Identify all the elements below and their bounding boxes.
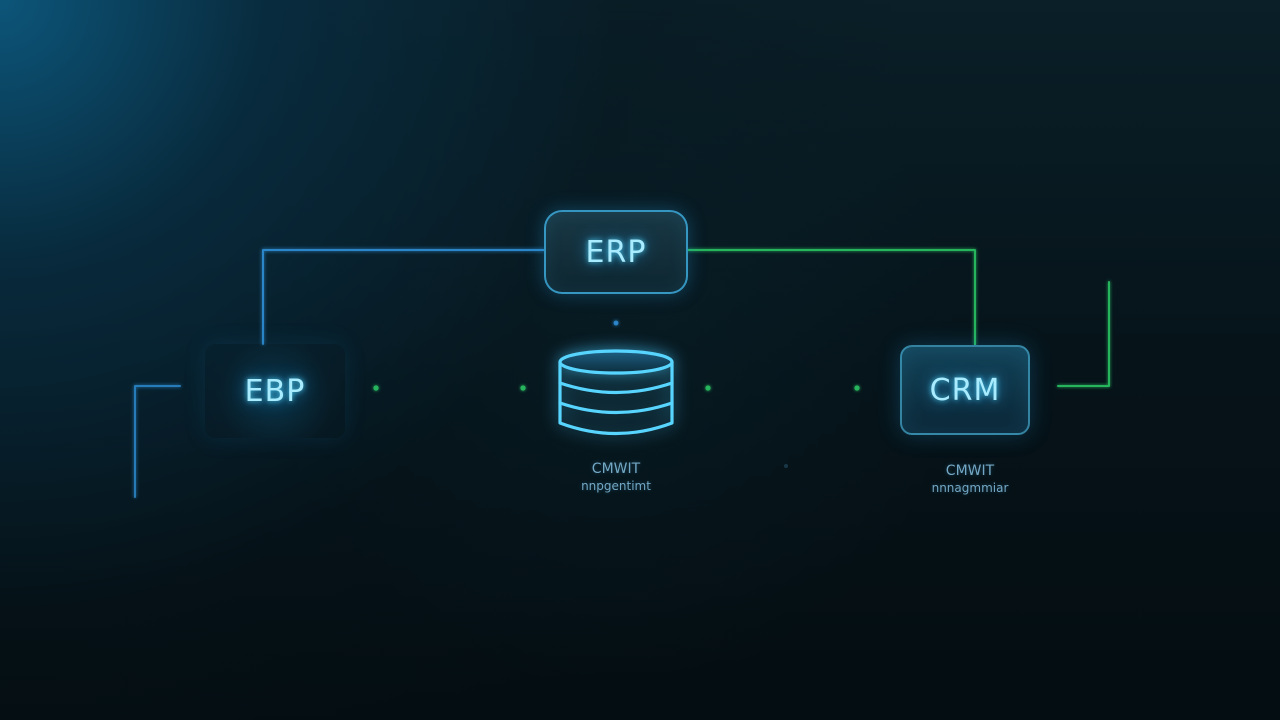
database-icon-ring-1: [558, 381, 674, 395]
right-node: CRM: [900, 345, 1030, 435]
link-left-edge-bracket: [134, 385, 181, 498]
link-left-to-database-start: [373, 385, 379, 391]
top-node-label: ERP: [585, 234, 647, 270]
crm-caption-line-1: CMWIT: [945, 463, 995, 479]
database-icon-top: [558, 349, 674, 375]
right-node-label: CRM: [929, 372, 1001, 408]
crm-caption-line-2: nnnagmmiar: [931, 480, 1009, 495]
database-caption: CMWIT nnpgentimt: [548, 461, 684, 494]
link-right-node-to-right-edge: [1057, 281, 1110, 387]
left-node-label: EBP: [244, 373, 306, 409]
left-node: EBP: [205, 344, 345, 438]
database-icon: [558, 349, 674, 436]
top-node: ERP: [544, 210, 688, 294]
link-top-to-left-node: [262, 249, 545, 345]
database-icon-body: [558, 360, 674, 436]
database-caption-line-1: CMWIT: [591, 461, 641, 477]
database-caption-line-2: nnpgentimt: [581, 478, 651, 493]
faint-node-marker: [784, 464, 788, 468]
link-database-to-right-node-start: [705, 385, 711, 391]
link-left-to-database-end: [520, 385, 526, 391]
link-top-to-right-node: [687, 249, 976, 346]
link-top-to-database-endpoint: [613, 320, 619, 326]
database-icon-ring-2: [558, 401, 674, 415]
link-database-to-right-node-end: [854, 385, 860, 391]
crm-caption: CMWIT nnnagmmiar: [907, 463, 1033, 496]
